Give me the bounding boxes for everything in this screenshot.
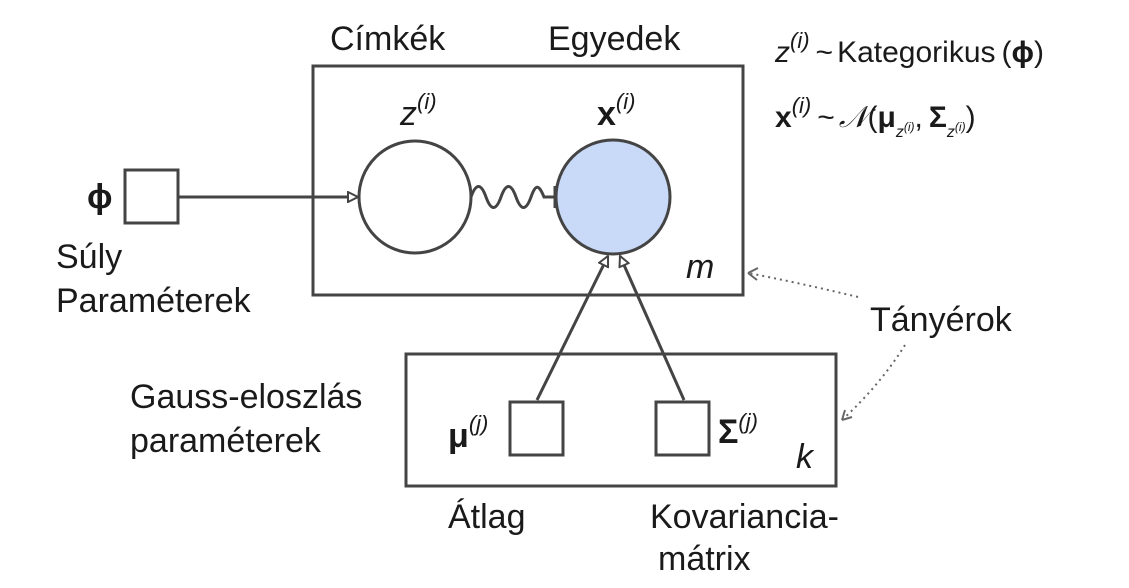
edge-mu-to-x	[535, 256, 610, 401]
callout-line-outer	[747, 272, 859, 298]
x-node	[554, 138, 672, 256]
sigma-label: Σ(j)	[718, 409, 758, 451]
inner-plate-index: k	[796, 438, 815, 476]
z-label: z(i)	[399, 89, 437, 133]
phi-caption-line1: Súly	[56, 238, 122, 276]
instances-header: Egyedek	[548, 20, 681, 58]
sigma-node	[654, 400, 711, 457]
edge-sigma-to-x	[620, 256, 686, 401]
sigma-caption-line1: Kovariancia-	[650, 498, 839, 536]
edge-z-to-x	[469, 185, 556, 209]
equation-z: z(i)~Kategorikus(ϕ)	[774, 28, 1044, 69]
phi-symbol: ϕ	[87, 178, 112, 216]
gauss-params-line1: Gauss-eloszlás	[130, 378, 362, 416]
labels-header: Címkék	[330, 20, 446, 58]
equation-x: x(i)~𝒩(μz(i),Σz(i))	[775, 93, 976, 141]
phi-caption-line2: Paraméterek	[56, 282, 252, 320]
mu-node	[508, 400, 565, 457]
z-node	[357, 139, 473, 255]
mu-label: μ(j)	[448, 411, 488, 455]
mu-caption: Átlag	[448, 498, 526, 536]
inner-plate	[404, 352, 838, 488]
outer-plate	[311, 64, 745, 297]
plates-callout: Tányérok	[870, 301, 1013, 339]
phi-node	[123, 168, 180, 225]
callout-arrow-outer	[747, 267, 759, 281]
callout-line-inner	[841, 344, 906, 421]
gauss-params-line2: paraméterek	[130, 422, 322, 460]
callout-arrow-inner	[841, 409, 853, 421]
outer-plate-index: m	[686, 248, 714, 286]
x-label: x(i)	[597, 89, 635, 133]
sigma-caption-line2: mátrix	[658, 540, 751, 578]
